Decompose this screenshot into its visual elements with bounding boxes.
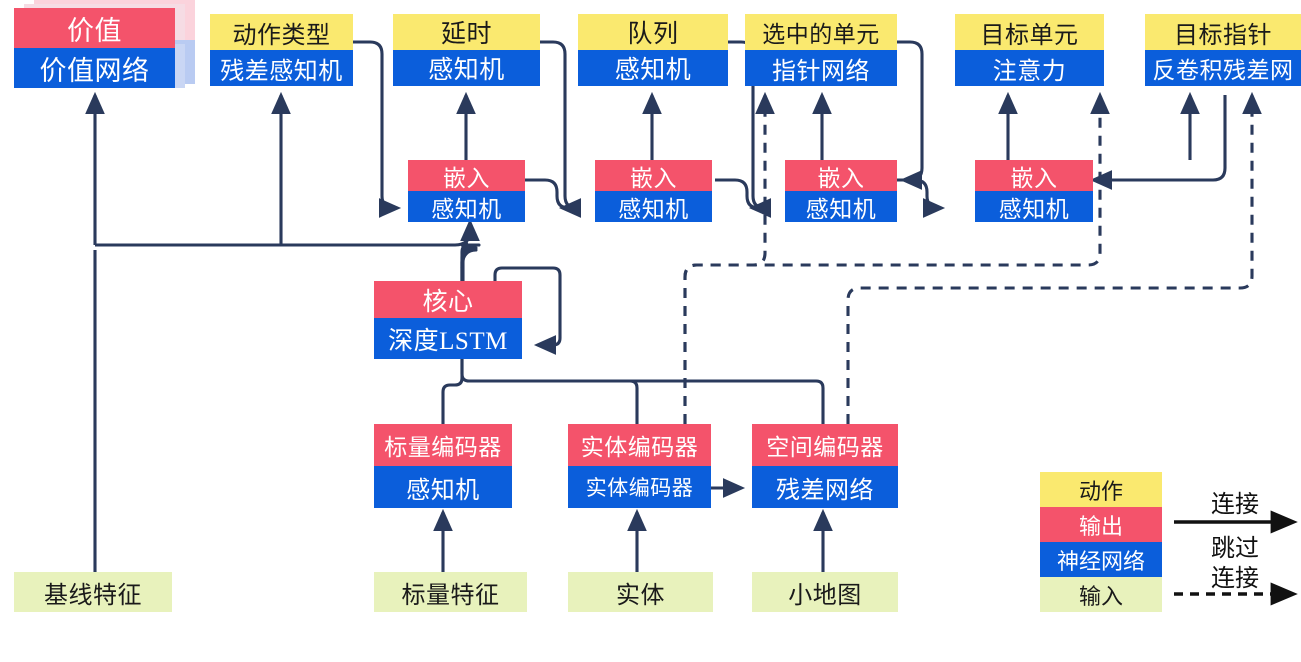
wire-noop2: [460, 248, 478, 269]
legend-skip-label-line2: 连接: [1211, 566, 1259, 592]
node-queued-top: 队列: [578, 14, 728, 50]
node-target-point-top: 目标指针: [1145, 14, 1301, 50]
node-embed-2-bottom: 感知机: [595, 191, 712, 222]
legend-item-action: 动作: [1040, 472, 1162, 507]
node-spatial-encoder-top: 空间编码器: [752, 424, 898, 466]
skip-spatial-to-targetpoint: [846, 91, 1262, 424]
node-embed-1-bottom: 感知机: [408, 191, 525, 222]
legend-item-input: 输入: [1040, 577, 1162, 612]
skip-entity-to-selected: [683, 91, 775, 424]
node-delay[interactable]: 延时 感知机: [393, 14, 540, 86]
node-input-entities[interactable]: 实体: [568, 572, 713, 612]
node-input-scalar-features[interactable]: 标量特征: [374, 572, 527, 612]
node-embed-1-top: 嵌入: [408, 160, 525, 191]
node-embed-3-top: 嵌入: [785, 160, 897, 191]
wire-bus-to-embed1: [95, 218, 480, 247]
node-core[interactable]: 核心 深度LSTM: [374, 281, 522, 359]
legend-connection-label: 连接: [1211, 492, 1259, 518]
node-scalar-encoder[interactable]: 标量编码器 感知机: [374, 424, 512, 508]
node-embed-1[interactable]: 嵌入 感知机: [408, 160, 525, 222]
node-core-bottom: 深度LSTM: [374, 318, 522, 359]
node-value-bottom: 价值网络: [14, 48, 175, 88]
node-value[interactable]: 价值 价值网络: [14, 0, 195, 88]
skip-entity-to-targetunit: [683, 91, 1110, 424]
wire-embed3-to-embed4: [895, 178, 946, 218]
node-target-unit[interactable]: 目标单元 注意力: [955, 14, 1104, 86]
node-embed-2-top: 嵌入: [595, 160, 712, 191]
node-embed-2[interactable]: 嵌入 感知机: [595, 160, 712, 222]
node-scalar-encoder-bottom: 感知机: [374, 466, 512, 508]
node-selected-units-top: 选中的单元: [745, 14, 897, 50]
legend-item-network: 神经网络: [1040, 542, 1162, 577]
node-entity-encoder[interactable]: 实体编码器 实体编码器: [568, 424, 711, 508]
node-input-minimap[interactable]: 小地图: [752, 572, 898, 612]
node-delay-bottom: 感知机: [393, 50, 540, 86]
node-queued-bottom: 感知机: [578, 50, 728, 86]
node-selected-units[interactable]: 选中的单元 指针网络: [745, 14, 897, 86]
legend-item-output: 输出: [1040, 507, 1162, 542]
node-action-type[interactable]: 动作类型 残差感知机: [210, 14, 353, 86]
node-embed-3[interactable]: 嵌入 感知机: [785, 160, 897, 222]
node-entity-encoder-bottom: 实体编码器: [568, 466, 711, 508]
legend-color-key: 动作 输出 神经网络 输入: [1040, 472, 1162, 612]
node-core-top: 核心: [374, 281, 522, 318]
node-action-type-bottom: 残差感知机: [210, 50, 353, 86]
node-target-point[interactable]: 目标指针 反卷积残差网: [1145, 14, 1301, 86]
legend-arrows: [1174, 510, 1298, 606]
node-spatial-encoder-bottom: 残差网络: [752, 466, 898, 508]
node-entity-encoder-top: 实体编码器: [568, 424, 711, 466]
node-target-point-bottom: 反卷积残差网: [1145, 50, 1301, 86]
node-embed-4-top: 嵌入: [975, 160, 1093, 191]
wire-right-into-embed4: [1089, 95, 1227, 190]
wire-embed2-to-embed3: [715, 178, 772, 218]
node-input-baseline-features[interactable]: 基线特征: [14, 572, 172, 612]
node-embed-3-bottom: 感知机: [785, 191, 897, 222]
node-selected-units-bottom: 指针网络: [745, 50, 897, 86]
node-embed-4-bottom: 感知机: [975, 191, 1093, 222]
node-delay-top: 延时: [393, 14, 540, 50]
node-target-unit-top: 目标单元: [955, 14, 1104, 50]
node-value-top: 价值: [14, 8, 175, 48]
wire-delay-to-embed2: [540, 40, 579, 210]
legend-skip-label-line1: 跳过: [1211, 536, 1259, 562]
wire-actiontype-to-embed1: [353, 40, 402, 218]
node-target-unit-bottom: 注意力: [955, 50, 1104, 86]
wire-spatial-to-core: [630, 379, 825, 424]
wire-selected-to-embed3: [897, 40, 924, 190]
node-queued[interactable]: 队列 感知机: [578, 14, 728, 86]
wire-noop3: [461, 239, 477, 283]
node-embed-4[interactable]: 嵌入 感知机: [975, 160, 1093, 222]
node-spatial-encoder[interactable]: 空间编码器 残差网络: [752, 424, 898, 508]
wire-embed1-to-embed2: [525, 178, 582, 218]
node-action-type-top: 动作类型: [210, 14, 353, 50]
node-scalar-encoder-top: 标量编码器: [374, 424, 512, 466]
